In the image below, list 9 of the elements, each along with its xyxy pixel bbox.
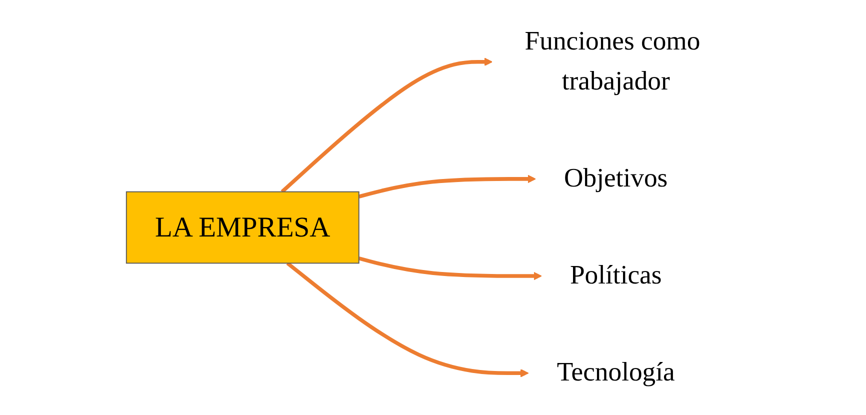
arrow bbox=[358, 256, 542, 280]
node-box: LA EMPRESA bbox=[126, 191, 360, 264]
arrow bbox=[286, 262, 529, 378]
node-text: Políticas bbox=[570, 260, 662, 290]
node-text: Objetivos bbox=[564, 164, 668, 194]
node-text: Funciones como trabajador bbox=[524, 26, 700, 96]
arrow bbox=[280, 58, 492, 194]
arrow bbox=[358, 174, 536, 198]
node-text: Tecnología bbox=[556, 358, 675, 388]
